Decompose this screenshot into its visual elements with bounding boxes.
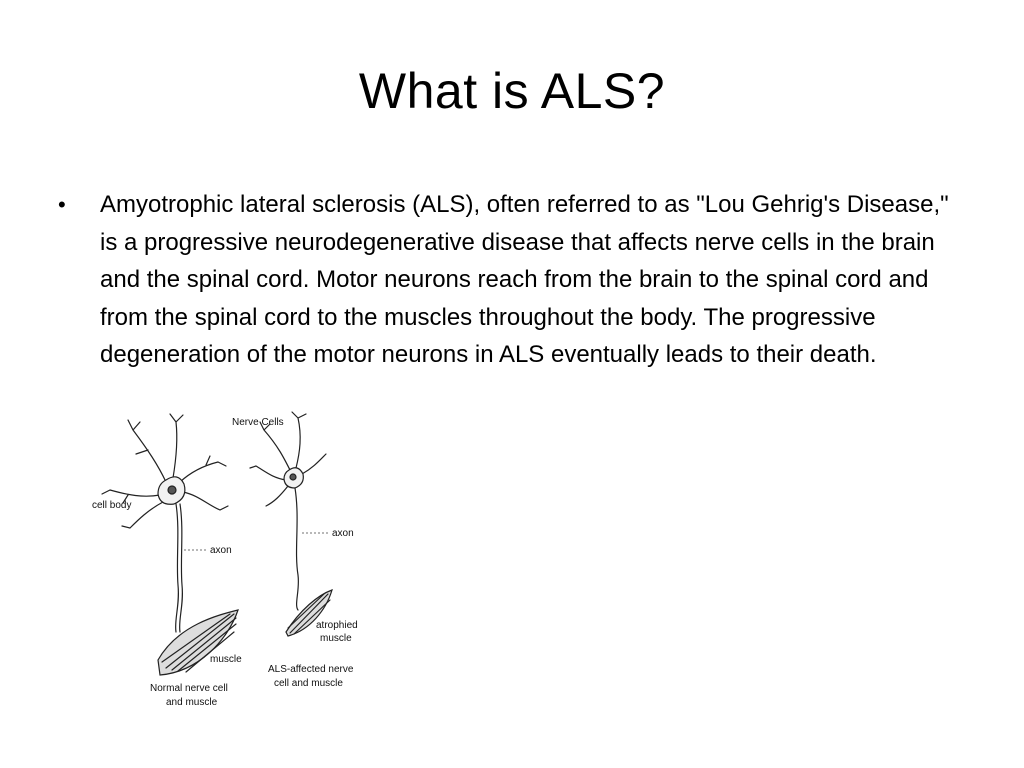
label-axon-normal: axon — [210, 545, 232, 556]
slide-title: What is ALS? — [358, 63, 666, 119]
nerve-cells-illustration: Nerve Cells cell body axon muscle axon a… — [88, 410, 378, 715]
normal-neuron-drawing — [101, 413, 239, 676]
label-atrophied-line2: muscle — [320, 633, 352, 644]
figure-heading: Nerve Cells — [232, 417, 284, 428]
label-muscle: muscle — [210, 654, 242, 665]
bullet-dot: • — [58, 192, 66, 217]
label-axon-als: axon — [332, 528, 354, 539]
body-paragraph: Amyotrophic lateral sclerosis (ALS), oft… — [100, 191, 949, 369]
caption-normal-line1: Normal nerve cell — [150, 683, 228, 694]
label-atrophied-line1: atrophied — [316, 620, 358, 631]
label-leaders — [184, 532, 328, 551]
caption-als-line1: ALS-affected nerve — [268, 664, 354, 675]
label-cell-body: cell body — [92, 500, 131, 511]
caption-als-line2: cell and muscle — [274, 678, 343, 689]
als-neuron-drawing — [249, 411, 333, 637]
caption-normal-line2: and muscle — [166, 697, 218, 708]
